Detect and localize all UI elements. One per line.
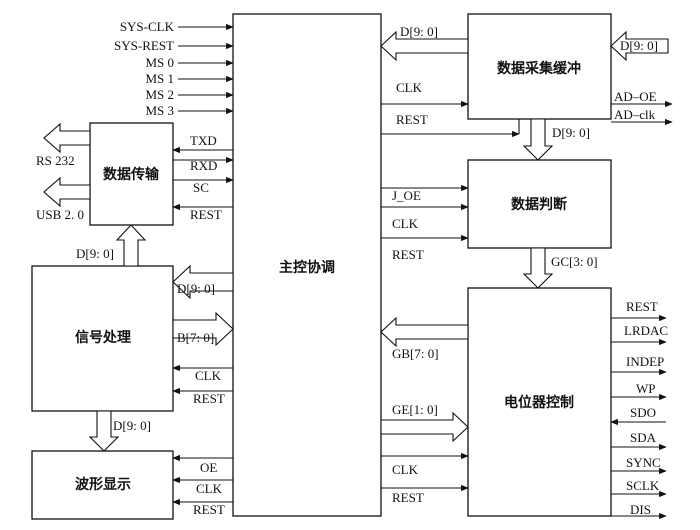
sig-d-label: D[9: 0] — [177, 281, 215, 296]
ge-bus-arrow — [380, 411, 469, 443]
wave-rest-label: REST — [193, 502, 225, 517]
sig-rest-label: REST — [193, 391, 225, 406]
ms1-label: MS 1 — [145, 71, 174, 86]
data-judgment-title: 数据判断 — [511, 196, 567, 213]
acq-rest-label: REST — [396, 112, 428, 127]
system-inputs: SYS-CLK SYS-REST MS 0 MS 1 MS 2 MS 3 — [114, 19, 234, 118]
sig-wave-d-label: D[9: 0] — [113, 418, 151, 433]
sig-to-trans-bus-arrow — [115, 224, 147, 267]
gb-label: GB[7: 0] — [392, 346, 439, 361]
main-coordination-title: 主控协调 — [279, 259, 335, 276]
data-judgment-block — [467, 159, 612, 249]
ad-clk-label: AD–clk — [614, 107, 656, 122]
data-transmission-title: 数据传输 — [103, 166, 160, 183]
usb-label: USB 2. 0 — [36, 207, 84, 222]
pot-out-rest-label: REST — [626, 299, 658, 314]
wave-clk-label: CLK — [196, 481, 223, 496]
main-coordination-block — [232, 13, 382, 517]
sig-to-wave-bus-arrow — [88, 410, 120, 452]
sig-trans-d-label: D[9: 0] — [76, 246, 114, 261]
data-acquisition-buffer-block — [467, 13, 612, 120]
j-oe-label: J_OE — [392, 188, 421, 203]
gc-label: GC[3: 0] — [551, 254, 598, 269]
usb-bus-arrow — [43, 176, 91, 208]
sda-label: SDA — [630, 430, 657, 445]
acq-clk-label: CLK — [396, 80, 423, 95]
main-to-sig-d-bus-arrow — [172, 264, 234, 300]
sc-label: SC — [193, 180, 209, 195]
waveform-display-title: 波形显示 — [75, 476, 131, 493]
acq-main-d-label: D[9: 0] — [400, 24, 438, 39]
transmission-connections: TXD RXD SC REST RS 232 USB 2. 0 — [36, 122, 234, 222]
ms3-label: MS 3 — [145, 103, 174, 118]
sync-label: SYNC — [626, 455, 661, 470]
sys-clk-label: SYS-CLK — [120, 19, 175, 34]
lrdac-label: LRDAC — [624, 323, 668, 338]
trans-rest-label: REST — [190, 207, 222, 222]
sig-b-label: B[7: 0] — [177, 330, 214, 345]
external-data-bus-arrow — [610, 30, 669, 62]
judgment-connections: J_OE CLK REST GC[3: 0] — [381, 184, 598, 289]
rs232-bus-arrow — [43, 122, 91, 154]
acq-to-judge-bus-arrow — [522, 118, 554, 161]
rs232-label: RS 232 — [36, 153, 75, 168]
dis-label: DIS — [630, 502, 651, 517]
judge-clk-label: CLK — [392, 216, 419, 231]
sys-rest-label: SYS-REST — [114, 38, 174, 53]
acq-to-main-bus-arrow — [380, 30, 469, 62]
sig-to-main-b-bus-arrow — [172, 311, 234, 347]
ms2-label: MS 2 — [145, 87, 174, 102]
waveform-display-block — [31, 450, 174, 520]
indep-label: INDEP — [626, 354, 664, 369]
potentiometer-connections: GB[7: 0] GE[1: 0] CLK REST REST LRDAC IN… — [380, 299, 668, 520]
signal-processing-block — [31, 265, 174, 412]
signal-processing-connections: D[9: 0] D[9: 0] B[7: 0] CLK REST D[9: 0] — [76, 224, 234, 452]
wp-label: WP — [636, 381, 656, 396]
acq-judge-d-label: D[9: 0] — [552, 125, 590, 140]
acquisition-connections: D[9: 0] CLK REST D[9: 0] AD–OE AD–clk D[… — [380, 24, 673, 161]
pot-to-main-bus-arrow — [380, 316, 469, 348]
signal-processing-title: 信号处理 — [75, 329, 131, 346]
ms0-label: MS 0 — [145, 55, 174, 70]
sdo-label: SDO — [630, 405, 656, 420]
judge-rest-label: REST — [392, 247, 424, 262]
waveform-connections: OE CLK REST — [172, 454, 233, 517]
rxd-label: RXD — [190, 158, 217, 173]
ge-label: GE[1: 0] — [392, 402, 438, 417]
pot-clk-label: CLK — [392, 462, 419, 477]
acq-d-in-label: D[9: 0] — [620, 38, 658, 53]
sig-clk-label: CLK — [195, 368, 222, 383]
sclk-label: SCLK — [626, 478, 660, 493]
ad-oe-label: AD–OE — [614, 89, 657, 104]
txd-label: TXD — [190, 133, 217, 148]
oe-label: OE — [200, 460, 217, 475]
potentiometer-control-title: 电位器控制 — [504, 394, 574, 411]
data-acquisition-buffer-title: 数据采集缓冲 — [497, 60, 581, 77]
pot-rest-label: REST — [392, 490, 424, 505]
judge-to-pot-bus-arrow — [522, 247, 554, 289]
potentiometer-control-block — [467, 287, 612, 517]
